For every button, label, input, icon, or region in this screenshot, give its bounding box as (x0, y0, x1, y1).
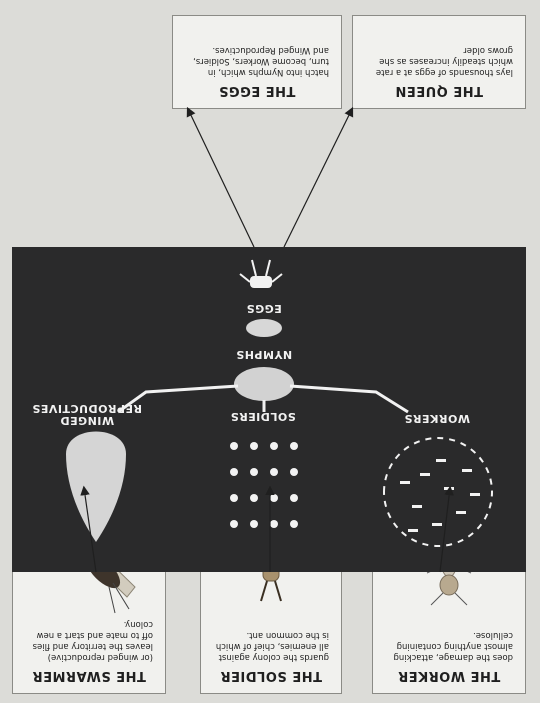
nymphs-cluster (234, 367, 294, 401)
eggs-text: hatch into Nymphs which, in turn, become… (185, 44, 329, 77)
workers-label: WORKERS (392, 412, 482, 424)
workers-cluster (384, 438, 492, 546)
worker-title: THE WORKER (385, 668, 513, 683)
soldiers-grid (230, 442, 298, 528)
workers-dots (400, 459, 480, 532)
queen-card: THE QUEEN lays thousands of eggs at a ra… (352, 15, 526, 109)
arrow-to-eggs-card (188, 109, 254, 247)
eggs-cluster (246, 319, 282, 337)
queen-icon (240, 260, 282, 288)
queen-title: THE QUEEN (365, 83, 513, 98)
winged-label-line2: REPRODUCTIVES (32, 402, 142, 414)
queen-text: lays thousands of eggs at a rate which s… (365, 44, 513, 77)
winged-label-line1: WINGED (32, 414, 142, 426)
eggs-card: THE EGGS hatch into Nymphs which, in tur… (172, 15, 342, 109)
swarmer-title: THE SWARMER (25, 668, 153, 683)
eggs-label: EGGS (239, 302, 289, 314)
soldier-title: THE SOLDIER (213, 668, 329, 683)
soldier-text: guards the colony against all enemies, c… (213, 629, 329, 662)
winged-reproductives-swarm (66, 432, 126, 543)
worker-text: does the damage, attacking almost anythi… (385, 629, 513, 662)
winged-reproductives-label: WINGED REPRODUCTIVES (32, 402, 142, 426)
swarmer-text: (or winged reproductive) leaves the terr… (25, 618, 153, 662)
soldiers-label: SOLDIERS (218, 410, 308, 422)
nymphs-label: NYMPHS (222, 348, 306, 360)
arrow-to-queen-card (284, 109, 352, 247)
colony-panel: EGGS NYMPHS WORKERS SOLDIERS WINGED REPR… (12, 247, 526, 572)
eggs-title: THE EGGS (185, 83, 329, 98)
